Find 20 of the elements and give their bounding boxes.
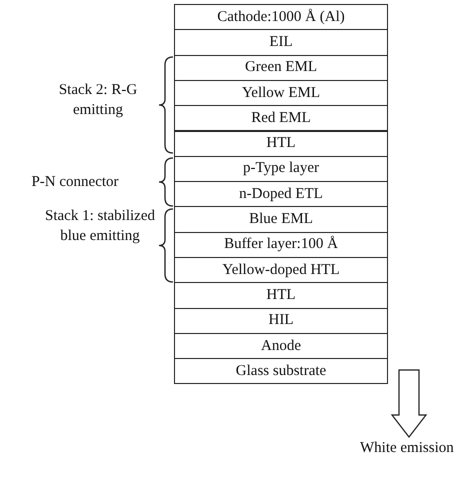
stack-label: P-N connector [30,173,120,192]
layer-box: Anode [174,332,388,360]
layer-box: Buffer layer:100 Å [174,232,388,258]
layer-box: Glass substrate [174,358,388,384]
layer-box: EIL [174,29,388,56]
layer-box: HTL [174,282,388,309]
layer-box: Blue EML [174,206,388,233]
stack-label: Stack 1: stabilized blue emitting [45,207,155,246]
emission-label: White emission [360,440,454,457]
emission-arrow [390,369,428,438]
layer-box: Green EML [174,54,388,81]
layer-box: Red EML [174,105,388,132]
layer-box: Yellow EML [174,80,388,106]
layer-box: Yellow-doped HTL [174,257,388,284]
stack-label: Stack 2: R-G emitting [58,81,138,120]
layer-box: n-Doped ETL [174,181,388,208]
layer-box: Cathode:1000 Å (Al) [174,4,388,30]
layer-box: HIL [174,308,388,334]
layer-box: HTL [174,130,388,157]
layer-box: p-Type layer [174,156,388,182]
